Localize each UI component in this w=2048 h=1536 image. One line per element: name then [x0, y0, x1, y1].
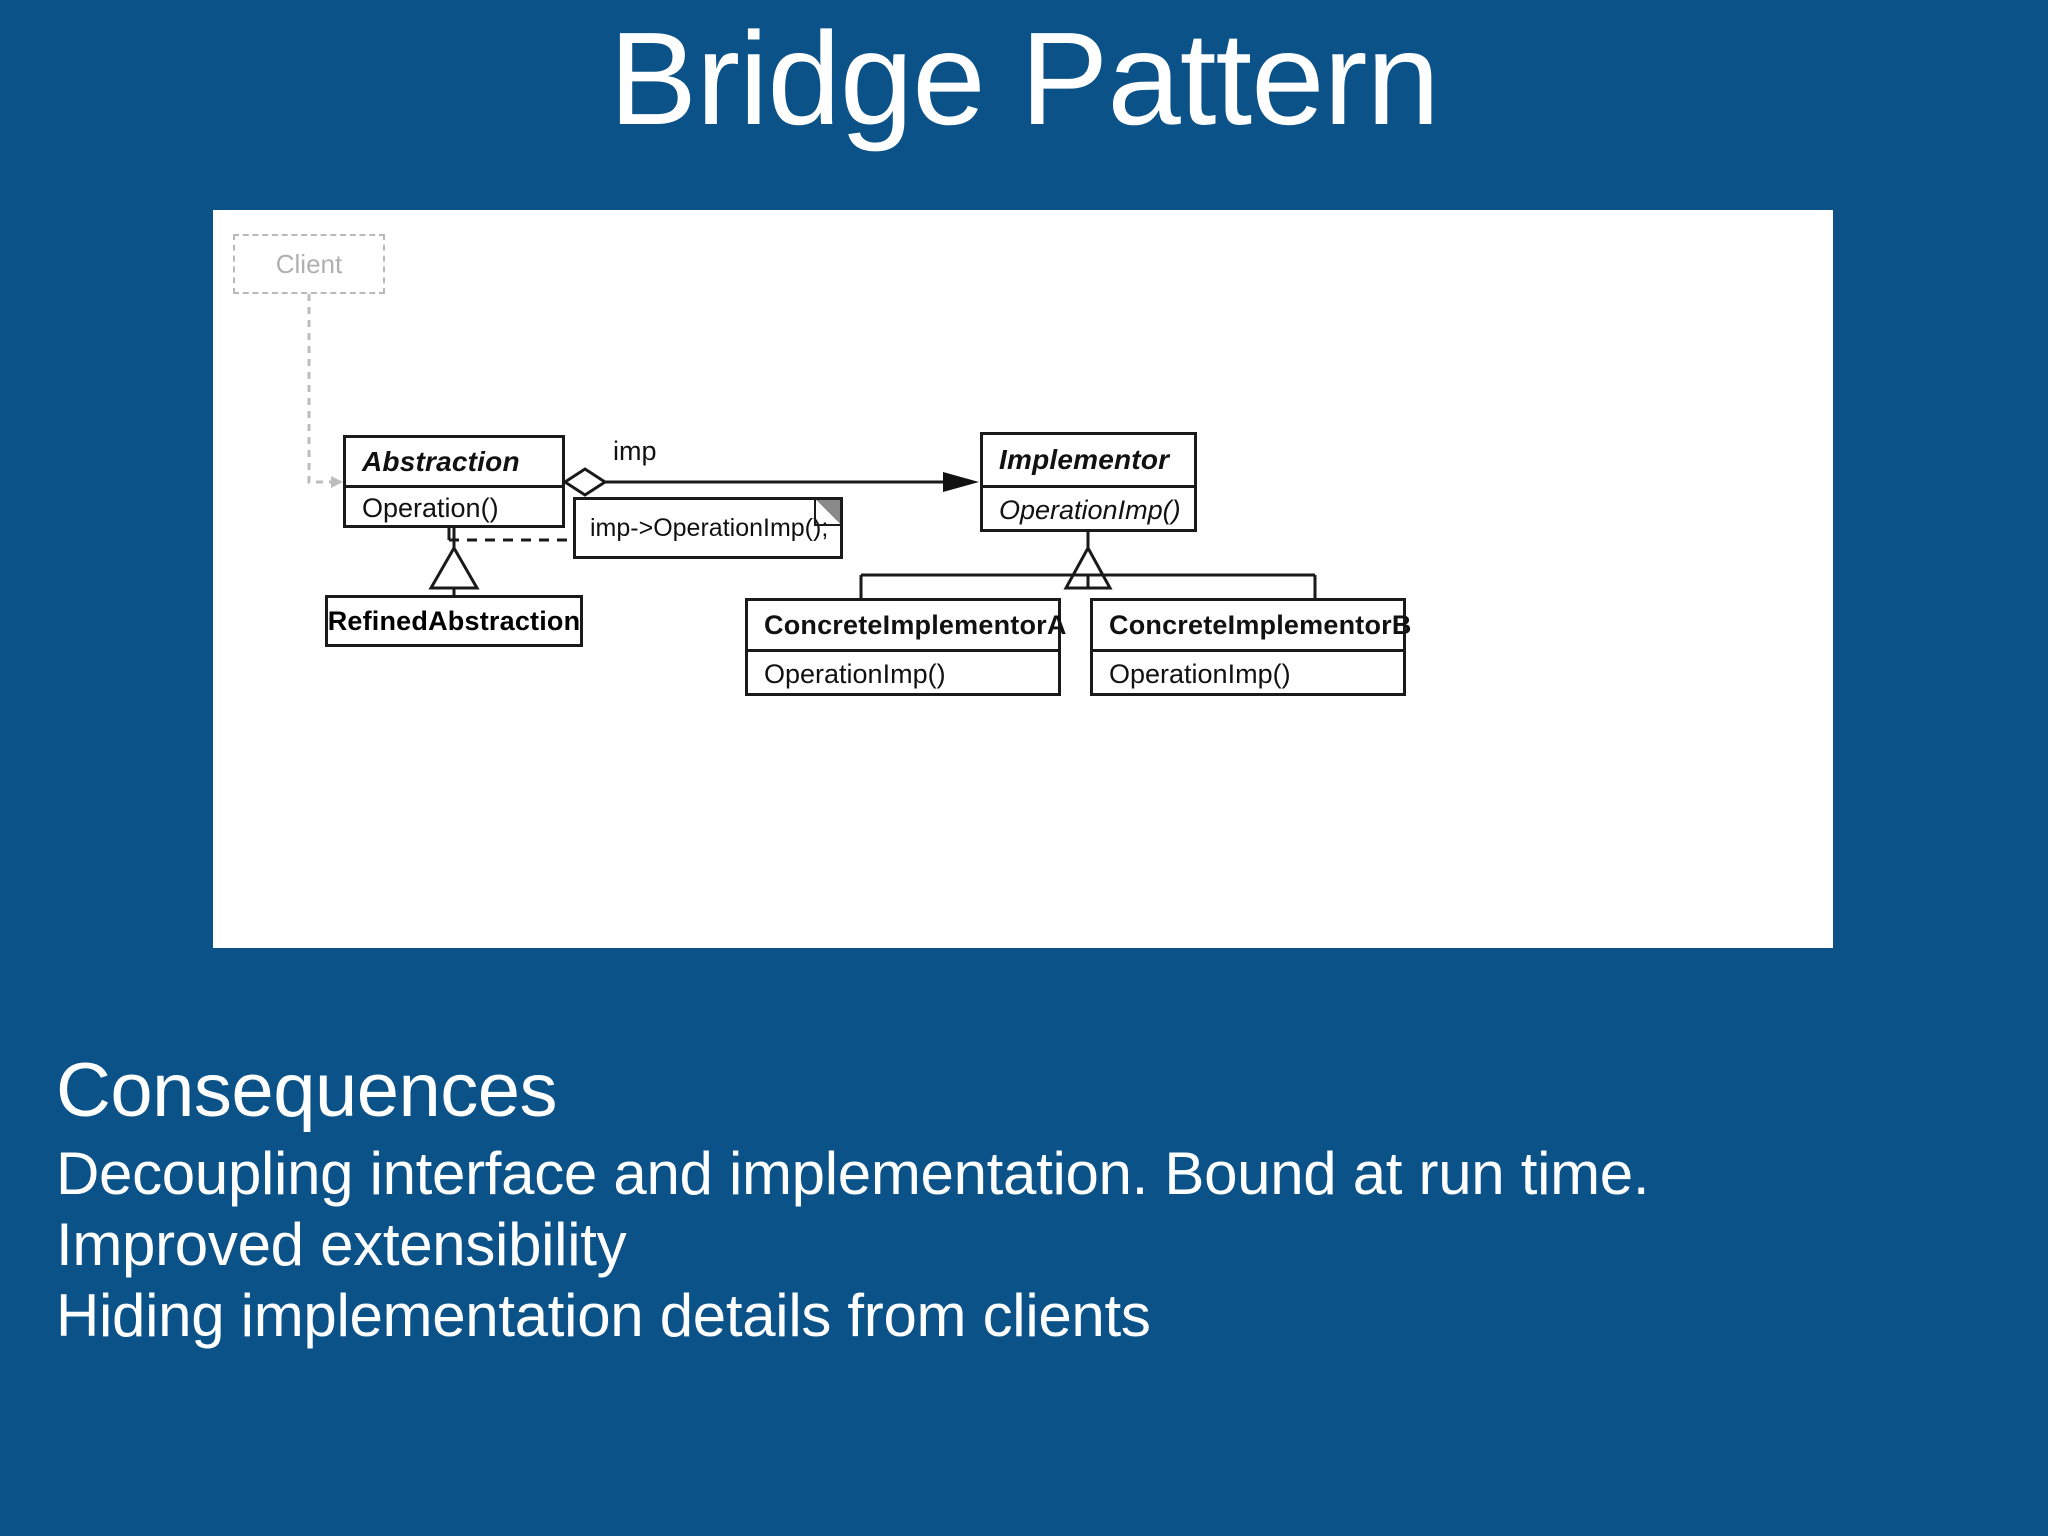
uml-class-implementor: Implementor OperationImp() [980, 432, 1197, 532]
consequences-section: Consequences Decoupling interface and im… [56, 1048, 2016, 1352]
uml-class-implementor-operation: OperationImp() [983, 485, 1194, 532]
uml-class-client: Client [233, 234, 385, 294]
note-fold-corner-icon [814, 500, 840, 526]
uml-class-concrete-implementor-b: ConcreteImplementorB OperationImp() [1090, 598, 1412, 696]
uml-class-refined-abstraction: RefinedAbstraction [325, 595, 583, 647]
uml-class-concrete-implementor-a: ConcreteImplementorA OperationImp() [745, 598, 1067, 696]
uml-class-concrete-implementor-b-operation: OperationImp() [1093, 649, 1403, 696]
uml-class-abstraction: Abstraction Operation() [343, 435, 565, 528]
association-label-imp: imp [613, 436, 657, 466]
uml-class-abstraction-operation: Operation() [346, 485, 562, 528]
diagram-panel: Client Abstraction Operation() imp imp->… [213, 210, 1833, 948]
uml-note-text: imp->OperationImp(); [590, 513, 829, 542]
uml-diagram: Client Abstraction Operation() imp imp->… [213, 210, 1833, 948]
uml-class-concrete-implementor-b-name: ConcreteImplementorB [1109, 609, 1412, 640]
consequence-line-1: Decoupling interface and implementation.… [56, 1140, 1650, 1208]
consequences-heading: Consequences [56, 1048, 558, 1133]
uml-note-operation-imp: imp->OperationImp(); [573, 497, 843, 559]
consequence-line-3: Hiding implementation details from clien… [56, 1281, 1151, 1349]
page-title: Bridge Pattern [609, 5, 1440, 152]
diagram-connectors [307, 294, 1317, 598]
uml-class-concrete-implementor-a-name: ConcreteImplementorA [764, 609, 1067, 640]
uml-class-refined-abstraction-name: RefinedAbstraction [327, 605, 581, 636]
consequence-line-2: Improved extensibility [56, 1210, 627, 1278]
uml-class-abstraction-name: Abstraction [362, 445, 520, 477]
uml-class-client-label: Client [275, 248, 343, 279]
uml-class-implementor-name: Implementor [999, 444, 1170, 475]
uml-class-concrete-implementor-a-operation: OperationImp() [748, 649, 1058, 696]
